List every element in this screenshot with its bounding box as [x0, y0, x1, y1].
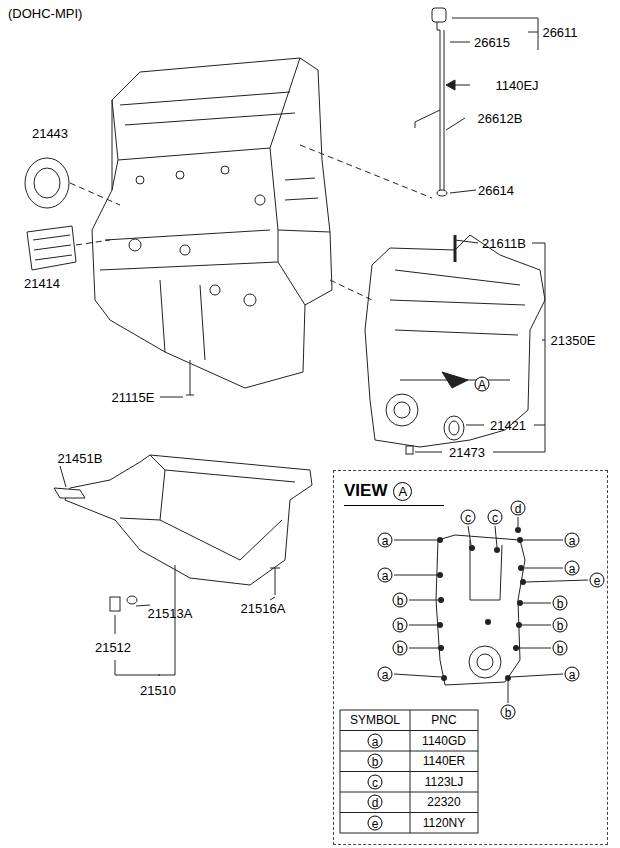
view-heading: VIEW A: [344, 481, 444, 506]
symbol-letter: b: [553, 596, 568, 611]
callout-number: 21350E: [551, 333, 596, 348]
symbol-letter: c: [488, 510, 503, 525]
callout-number: 21414: [24, 276, 60, 291]
table-cell: 22320: [427, 795, 460, 810]
callout-number: 26612B: [478, 111, 523, 126]
symbol-letter: A: [475, 377, 490, 392]
symbol-letter: a: [378, 568, 393, 583]
table-symbol: b: [368, 754, 383, 769]
table-symbol: c: [368, 775, 383, 790]
symbol-letter: c: [461, 510, 476, 525]
callout-number: 21512: [95, 640, 131, 655]
symbol-letter: a: [565, 561, 580, 576]
symbol-letter: a: [565, 667, 580, 682]
symbol-letter: b: [501, 705, 516, 720]
symbol-letter: b: [553, 618, 568, 633]
diagram-title: (DOHC-MPI): [8, 6, 82, 21]
symbol-letter: d: [511, 501, 526, 516]
table-cell: 1140ER: [423, 754, 465, 769]
symbol-letter: b: [393, 618, 408, 633]
symbol-letter: a: [565, 533, 580, 548]
callout-number: 21513A: [148, 606, 193, 621]
callout-number: 21611B: [482, 236, 526, 251]
table-cell: 1140GD: [422, 734, 466, 749]
symbol-letter: b: [393, 593, 408, 608]
symbol-letter: a: [378, 667, 393, 682]
table-cell: 1123LJ: [425, 775, 463, 790]
callout-number: 21510: [140, 683, 176, 698]
callout-number: 21451B: [58, 451, 103, 466]
callout-number: 26615: [474, 35, 510, 50]
view-title: VIEW: [344, 481, 387, 501]
callout-number: 1140EJ: [495, 78, 538, 93]
callout-number: 21516A: [241, 601, 286, 616]
view-letter: A: [393, 482, 412, 501]
symbol-letter: b: [393, 641, 408, 656]
callout-number: 21473: [449, 445, 485, 460]
symbol-letter: a: [378, 533, 393, 548]
callout-number: 26614: [478, 183, 514, 198]
callout-number: 21421: [490, 418, 526, 433]
symbol-letter: b: [553, 641, 568, 656]
callout-number: 26611: [542, 25, 577, 40]
table-symbol: e: [368, 816, 383, 831]
callout-number: 21115E: [112, 390, 155, 405]
table-cell: PNC: [431, 713, 456, 728]
table-symbol: d: [368, 795, 383, 810]
table-cell: SYMBOL: [350, 713, 400, 728]
table-symbol: a: [368, 734, 383, 749]
table-cell: 1120NY: [423, 816, 465, 831]
callout-number: 21443: [32, 126, 68, 141]
symbol-letter: e: [590, 573, 605, 588]
